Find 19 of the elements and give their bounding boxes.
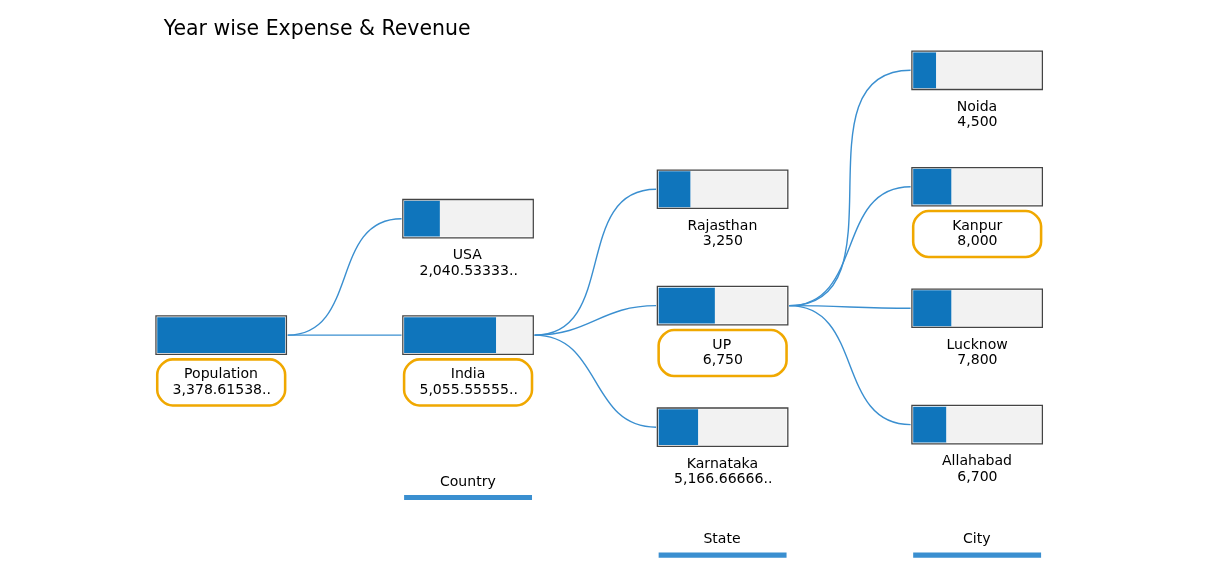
node-label: Allahabad (941, 452, 1013, 469)
node-label: 5,166.66666.. (673, 470, 773, 487)
label: Country (439, 472, 496, 489)
connector (287, 218, 403, 336)
node-label: 3,250 (702, 232, 744, 249)
connector (533, 188, 657, 336)
node-label: Noida (956, 97, 998, 114)
node-label: 4,500 (957, 113, 998, 130)
label: City (963, 530, 991, 547)
connector (788, 69, 912, 307)
node-label: USA (452, 246, 482, 263)
diagram-title: Year wise Expense & Revenue (163, 15, 471, 40)
node-label: Lucknow (946, 335, 1008, 352)
node-label: 6,700 (957, 467, 998, 484)
node-label: 7,800 (957, 351, 998, 368)
node-label: Karnataka (686, 454, 759, 471)
node-label: Rajasthan (687, 216, 758, 233)
node-label: 2,040.53333.. (419, 261, 518, 278)
label: State (703, 530, 741, 547)
